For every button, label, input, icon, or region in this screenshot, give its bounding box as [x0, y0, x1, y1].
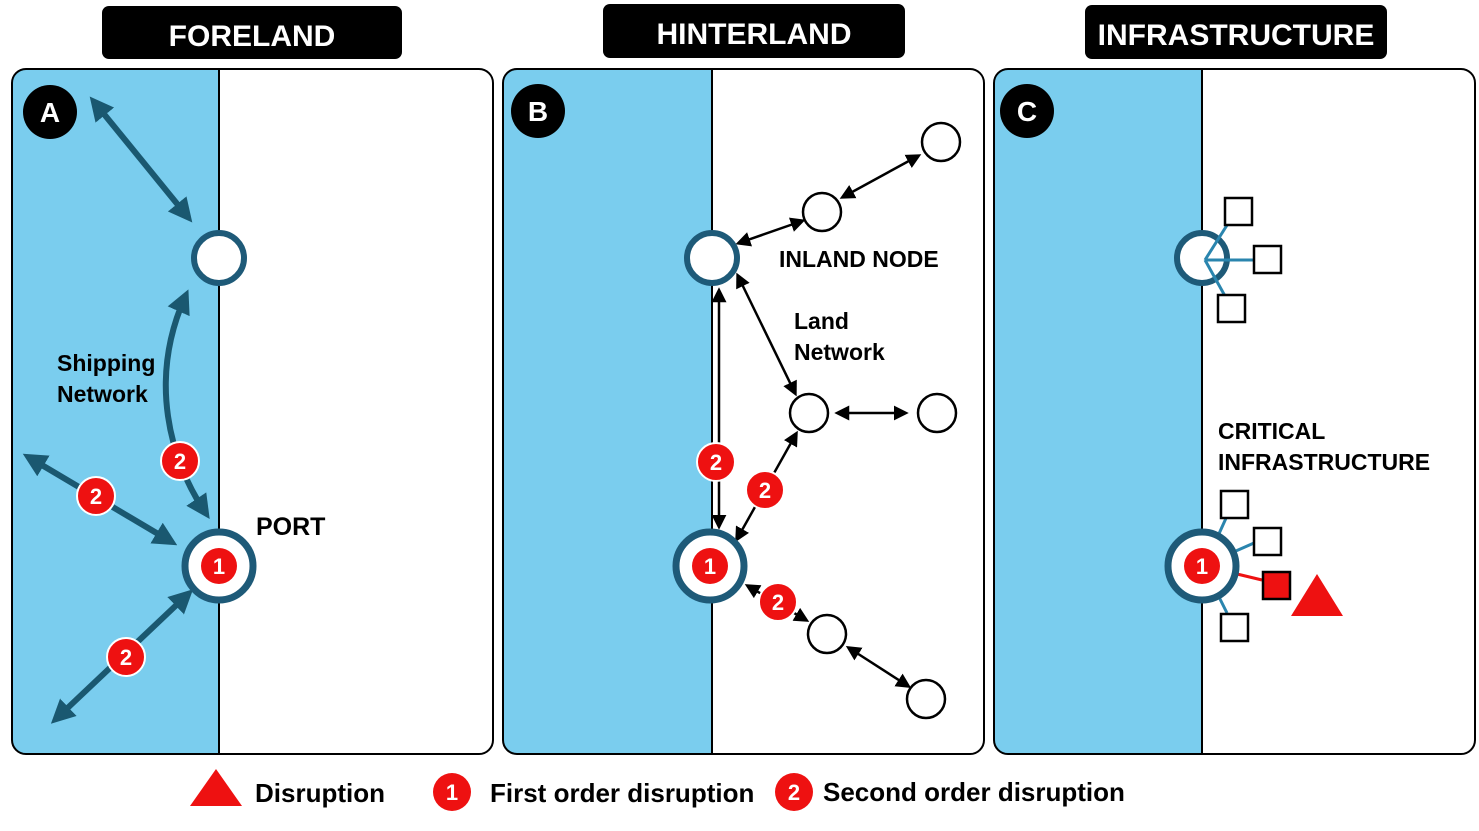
- critical-asset: [1263, 572, 1290, 599]
- svg-text:2: 2: [174, 449, 186, 474]
- panel-hinterland: 1 2 2 2 B INLAND NODE Land Network: [503, 69, 984, 754]
- svg-text:2: 2: [710, 450, 722, 475]
- second-order-marker: 2: [759, 583, 797, 621]
- inland-node: [918, 394, 956, 432]
- critical-infrastructure-label: INFRASTRUCTURE: [1218, 449, 1430, 475]
- foreland-port: [194, 233, 244, 283]
- infrastructure-asset: [1221, 614, 1248, 641]
- inland-node: [790, 394, 828, 432]
- svg-text:2: 2: [772, 590, 784, 615]
- infrastructure-asset: [1221, 491, 1248, 518]
- land-network-label: Land: [794, 308, 849, 334]
- svg-text:2: 2: [788, 780, 800, 805]
- second-order-marker: 2: [697, 443, 735, 481]
- second-order-marker: 2: [746, 471, 784, 509]
- svg-text:1: 1: [704, 554, 716, 579]
- foreland-port: [1177, 233, 1227, 283]
- legend-second-order-label: Second order disruption: [823, 777, 1125, 807]
- sea-area: [994, 69, 1202, 754]
- red-triangle-icon: [190, 769, 242, 806]
- critical-infrastructure-label: CRITICAL: [1218, 418, 1325, 444]
- svg-text:B: B: [528, 96, 548, 127]
- sea-area: [503, 69, 712, 754]
- shipping-network-label: Shipping: [57, 350, 155, 376]
- header-infrastructure-label: INFRASTRUCTURE: [1098, 19, 1375, 52]
- header-infrastructure: INFRASTRUCTURE: [1085, 5, 1387, 59]
- infrastructure-asset: [1254, 246, 1281, 273]
- second-order-marker: 2: [107, 638, 145, 676]
- svg-text:1: 1: [446, 780, 458, 805]
- header-foreland: FORELAND: [102, 6, 402, 59]
- panel-foreland: 1 2 2 2 A Shipping Network PORT: [12, 69, 493, 754]
- inland-node: [922, 123, 960, 161]
- header-hinterland-label: HINTERLAND: [657, 18, 852, 51]
- land-network-label: Network: [794, 339, 885, 365]
- second-order-marker: 2: [161, 442, 199, 480]
- panel-infrastructure: 1 C CRITICAL INFRASTRUCTURE: [994, 69, 1475, 754]
- inland-node: [803, 193, 841, 231]
- infrastructure-asset: [1254, 528, 1281, 555]
- shipping-network-label: Network: [57, 381, 148, 407]
- inland-node-label: INLAND NODE: [779, 246, 939, 272]
- inland-node: [907, 680, 945, 718]
- infrastructure-asset: [1225, 198, 1252, 225]
- svg-text:1: 1: [213, 554, 225, 579]
- svg-text:2: 2: [90, 484, 102, 509]
- svg-text:2: 2: [120, 645, 132, 670]
- legend-first-order-label: First order disruption: [490, 778, 754, 808]
- inland-node: [808, 615, 846, 653]
- header-foreland-label: FORELAND: [169, 20, 336, 53]
- foreland-port: [687, 233, 737, 283]
- infrastructure-asset: [1218, 295, 1245, 322]
- legend: Disruption 1 First order disruption 2 Se…: [190, 769, 1125, 811]
- second-order-marker: 2: [77, 477, 115, 515]
- legend-disruption-label: Disruption: [255, 778, 385, 808]
- svg-text:2: 2: [759, 478, 771, 503]
- svg-text:A: A: [40, 97, 60, 128]
- svg-text:1: 1: [1196, 554, 1208, 579]
- svg-text:C: C: [1017, 96, 1037, 127]
- port-label: PORT: [256, 513, 325, 541]
- header-hinterland: HINTERLAND: [603, 4, 905, 58]
